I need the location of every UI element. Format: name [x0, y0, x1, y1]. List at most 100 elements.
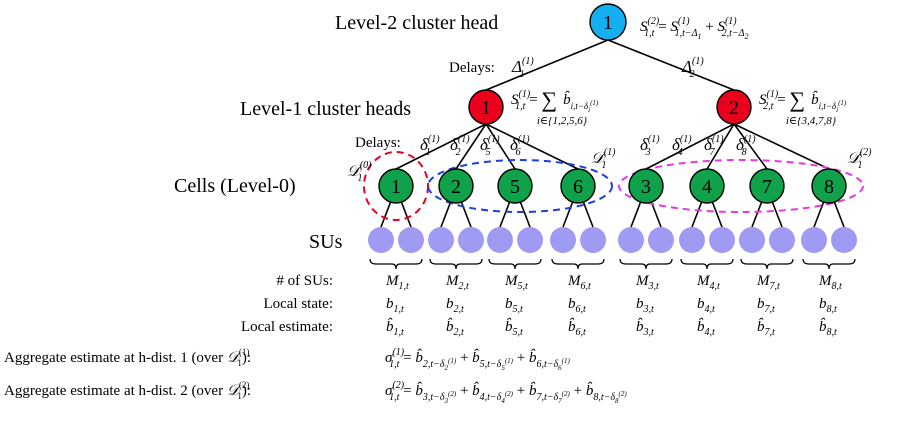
row-value: b̂3,t [636, 318, 654, 338]
su-circle [831, 227, 857, 253]
root-formula: S(2)1,t = S(1)1,t−Δ1 + S(1)2,t−Δ2 [640, 16, 749, 41]
row-value: b5,t [505, 296, 523, 315]
cell-delay-7: δ(1)7 [704, 134, 724, 158]
aggregate-formula-2: σ(2)1,t = b̂3,t−δ3(2) + b̂4,t−δ4(2) + b̂… [385, 380, 627, 405]
tree-edges [380, 39, 845, 228]
delta-1: Δ(1)1 [511, 56, 534, 80]
edge-cell-su [440, 200, 452, 228]
delays-mid-label: Delays: [355, 135, 401, 151]
cell-node-6-circle [560, 168, 596, 204]
su-brace [551, 258, 605, 270]
set-d2-label: 𝒟(2)1 [847, 147, 872, 171]
head-node-2-label: 2 [729, 97, 739, 119]
row-value: b7,t [757, 296, 775, 315]
cell-node-8-circle [811, 168, 847, 204]
row-value: M6,t [567, 273, 591, 292]
su-brace [740, 258, 794, 270]
cells-label: Cells (Level-0) [174, 175, 296, 197]
row-value: b6,t [568, 296, 586, 315]
head2-formula: S(1)2,t = ∑b̂i,t−δi(1) [759, 87, 847, 114]
su-circle [709, 227, 735, 253]
row-value: M1,t [385, 273, 409, 292]
edge-cell-su [562, 200, 574, 228]
cell-node-2-circle [438, 168, 474, 204]
su-circle [428, 227, 454, 253]
brace-group [369, 258, 856, 270]
row-value: b8,t [819, 296, 837, 315]
su-circle [458, 227, 484, 253]
head1-sum-index: i∈{1,2,5,6} [537, 115, 588, 127]
row-value: b̂6,t [568, 318, 586, 338]
edge-root-head-1 [485, 39, 609, 91]
head1-formula: S(1)1,t = ∑b̂i,t−δi(1) [511, 87, 599, 114]
delta-2: Δ(1)2 [681, 56, 704, 80]
cell-node-4-circle [689, 168, 725, 204]
edge-head-cell-6 [485, 123, 579, 170]
aggregate-label-2: Aggregate estimate at h-dist. 2 (over 𝒟(… [4, 380, 251, 401]
edge-head-cell-8 [733, 123, 830, 170]
row-value: b̂5,t [505, 318, 523, 338]
su-circle [580, 227, 606, 253]
edge-root-head-2 [607, 39, 735, 91]
head-node-2-circle [716, 89, 752, 125]
aggregate-rows: Aggregate estimate at h-dist. 1 (over 𝒟(… [4, 347, 627, 405]
su-circle [618, 227, 644, 253]
sus-label: SUs [309, 231, 343, 253]
level2-label: Level-2 cluster head [335, 12, 498, 34]
set-d2-ellipse [618, 159, 864, 213]
edge-cell-su [460, 200, 472, 228]
head2-sum-index: i∈{3,4,7,8} [786, 115, 837, 127]
cell-delay-5: δ(1)5 [480, 134, 500, 158]
cell-delay-1: δ(1)1 [420, 134, 440, 158]
head-node-1-label: 1 [481, 97, 491, 119]
row-value: b3,t [636, 296, 654, 315]
cell-node-8-label: 8 [824, 176, 834, 198]
su-circle [679, 227, 705, 253]
root-node-label: 1 [603, 12, 613, 34]
edge-head-cell-7 [733, 123, 768, 170]
su-circle [648, 227, 674, 253]
row-value: b̂4,t [697, 318, 715, 338]
edge-cell-su [630, 200, 642, 228]
su-brace [488, 258, 542, 270]
edge-head-cell-1 [395, 123, 487, 170]
cell-node-7-circle [749, 168, 785, 204]
edge-head-cell-5 [485, 123, 516, 170]
su-circle [398, 227, 424, 253]
delays-top-label: Delays: [449, 60, 495, 76]
cell-node-5-label: 5 [510, 176, 520, 198]
row-value: b̂2,t [446, 318, 464, 338]
cell-node-4-label: 4 [702, 176, 712, 198]
root-node-circle [589, 3, 627, 41]
row-value: M3,t [635, 273, 659, 292]
su-brace [619, 258, 673, 270]
edge-cell-su [650, 200, 662, 228]
set-d1-label: 𝒟(1)1 [591, 147, 616, 171]
cell-delay-3: δ(1)3 [640, 134, 660, 158]
edge-cell-su [519, 200, 531, 228]
edge-cell-su [711, 200, 723, 228]
aggregate-label-1: Aggregate estimate at h-dist. 1 (over 𝒟(… [4, 347, 251, 368]
set-d0-ellipse [363, 151, 429, 221]
cell-delay-6: δ(1)6 [510, 134, 530, 158]
row-label: # of SUs: [276, 273, 333, 289]
row-value: b1,t [386, 296, 404, 315]
row-value: M2,t [445, 273, 469, 292]
row-value: M8,t [818, 273, 842, 292]
su-circle [517, 227, 543, 253]
cell-node-5-circle [497, 168, 533, 204]
su-brace [429, 258, 483, 270]
edge-head-cell-4 [706, 123, 735, 170]
edge-cell-su [751, 200, 763, 228]
row-value: b̂8,t [819, 318, 837, 338]
set-d0-label: 𝒟(0)1 [347, 160, 372, 184]
cell-delay-8: δ(1)8 [736, 134, 756, 158]
su-circle [769, 227, 795, 253]
row-value: M4,t [696, 273, 720, 292]
edge-cell-su [380, 200, 392, 228]
set-d1-ellipse [427, 159, 613, 213]
su-brace [680, 258, 734, 270]
